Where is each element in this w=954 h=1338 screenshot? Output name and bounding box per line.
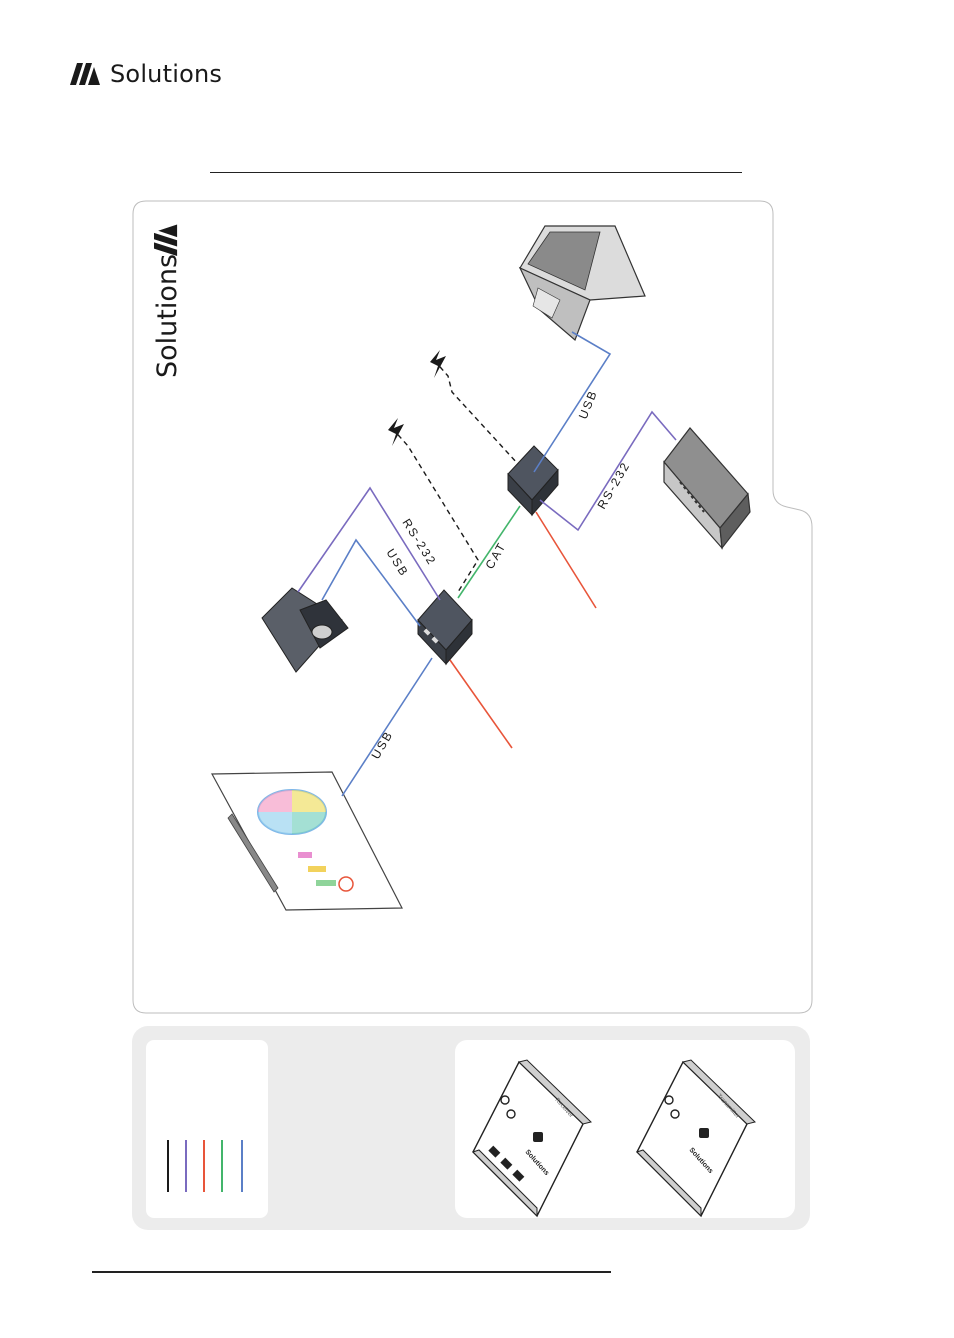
camera-icon (261, 587, 349, 673)
ir-line-lower (391, 427, 479, 593)
ir-emitter-icon (388, 418, 404, 446)
rs232-right-line (539, 410, 677, 532)
header-logo: Solutions (70, 60, 222, 88)
usb-bottom-line (341, 657, 433, 797)
whiteboard-icon (210, 771, 403, 911)
power-line-transmitter (449, 659, 513, 749)
ir-sensor-icon (430, 350, 446, 378)
brand-name: Solutions (110, 60, 223, 88)
receiver-device-icon: Solutions Receiver (472, 1059, 592, 1218)
transmitter-device-icon: Solutions Transmitter (636, 1059, 756, 1218)
rotated-brand: Solutions (152, 224, 183, 378)
devices-card: Solutions Receiver Solutions Transmitter (455, 1040, 795, 1218)
footer-rule (92, 1271, 611, 1273)
cat-line (457, 505, 521, 599)
legend-swatches (167, 1140, 243, 1192)
ir-line-upper (433, 359, 519, 465)
rs232-left-line (297, 486, 441, 601)
transmitter-box-icon (417, 589, 473, 666)
brand-mark-icon (70, 63, 100, 85)
rs232-controller-icon (663, 427, 751, 550)
rotated-brand-mark-icon (154, 224, 178, 256)
header-rule (210, 172, 742, 173)
laptop-icon (518, 225, 646, 342)
diagram-frame (132, 200, 813, 1014)
device-illustrations: Solutions Receiver Solutions Transmitter (472, 1059, 756, 1218)
power-line-receiver (535, 511, 597, 609)
usb-left-line (321, 538, 421, 627)
receiver-box-icon (507, 445, 559, 517)
rotated-brand-name: Solutions (152, 254, 183, 378)
usb-laptop-line (533, 331, 612, 473)
legend-card (146, 1040, 268, 1218)
